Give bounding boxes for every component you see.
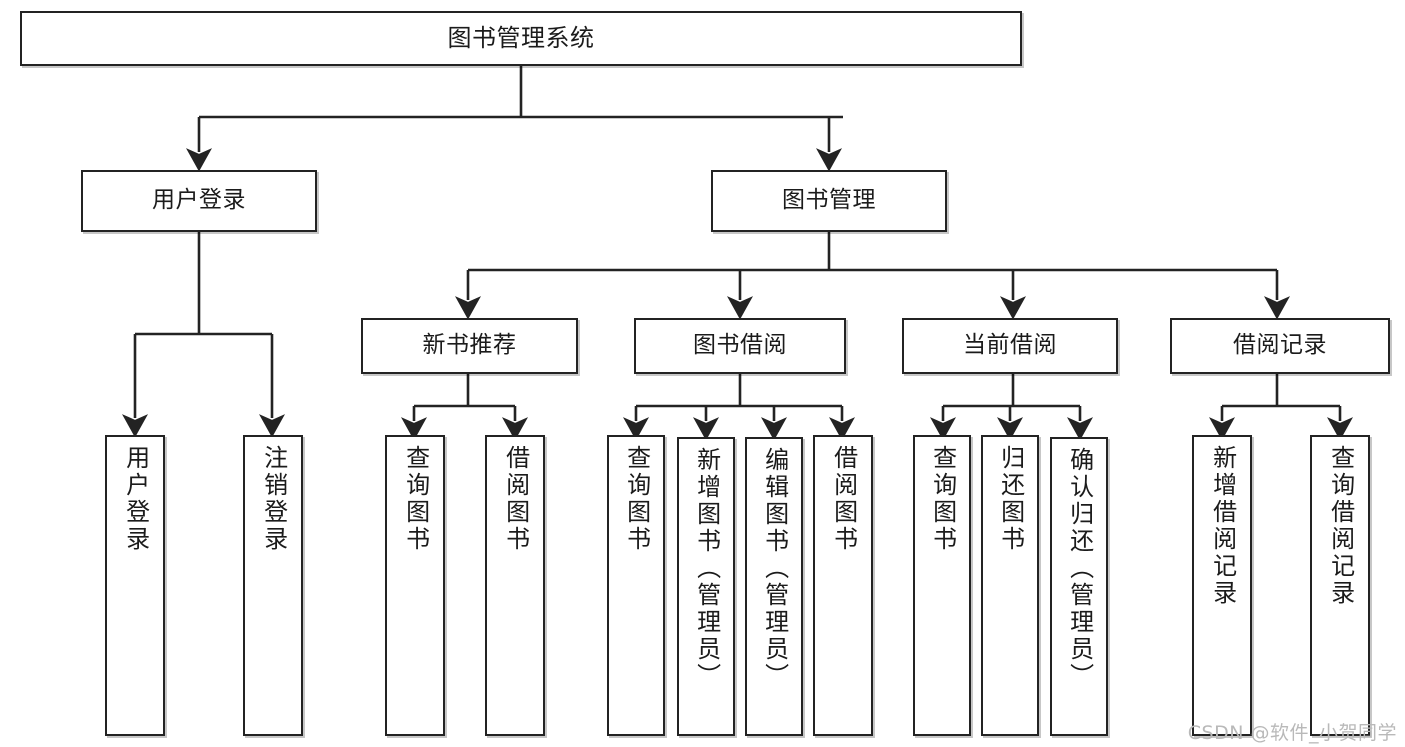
node-label: 确认归还（管理员） [1065,447,1094,690]
node-root-book-management-system[interactable]: 图书管理系统 [20,11,1022,66]
node-book-management[interactable]: 图书管理 [711,170,947,232]
node-label: 编辑图书（管理员） [760,447,789,690]
leaf-edit-book-admin[interactable]: 编辑图书（管理员） [745,437,803,736]
leaf-return-books[interactable]: 归还图书 [981,435,1039,736]
node-label: 查询图书 [401,445,430,553]
node-label: 借阅记录 [1233,332,1327,359]
leaf-add-book-admin[interactable]: 新增图书（管理员） [677,437,735,736]
node-label: 新增图书（管理员） [692,447,721,690]
node-borrowing-records[interactable]: 借阅记录 [1170,318,1390,374]
leaf-query-books-borrow[interactable]: 查询图书 [607,435,665,736]
leaf-user-login[interactable]: 用户登录 [105,435,165,736]
node-label: 图书管理系统 [447,24,595,53]
node-label: 借阅图书 [829,445,858,553]
node-label: 归还图书 [996,445,1025,553]
leaf-borrow-books[interactable]: 借阅图书 [813,435,873,736]
leaf-borrow-books-new[interactable]: 借阅图书 [485,435,545,736]
leaf-query-books-new[interactable]: 查询图书 [385,435,445,736]
node-label: 查询图书 [928,445,957,553]
leaf-query-books-current[interactable]: 查询图书 [913,435,971,736]
node-new-book-recommendation[interactable]: 新书推荐 [361,318,578,374]
node-label: 新增借阅记录 [1208,445,1237,607]
node-current-borrowing[interactable]: 当前借阅 [902,318,1118,374]
leaf-logout[interactable]: 注销登录 [243,435,303,736]
node-label: 图书管理 [782,187,876,214]
node-label: 当前借阅 [963,332,1057,359]
node-label: 查询借阅记录 [1326,445,1355,607]
leaf-add-borrow-record[interactable]: 新增借阅记录 [1192,435,1252,736]
node-book-borrowing[interactable]: 图书借阅 [634,318,846,374]
node-user-login[interactable]: 用户登录 [81,170,317,232]
leaf-confirm-return-admin[interactable]: 确认归还（管理员） [1050,437,1108,736]
node-label: 借阅图书 [501,445,530,553]
node-label: 注销登录 [259,445,288,553]
node-label: 图书借阅 [693,332,787,359]
leaf-query-borrow-record[interactable]: 查询借阅记录 [1310,435,1370,736]
csdn-watermark: CSDN @软件_小贺同学 [1187,722,1397,744]
node-label: 用户登录 [121,445,150,553]
node-label: 用户登录 [152,187,246,214]
node-label: 新书推荐 [422,332,517,359]
node-label: 查询图书 [622,445,651,553]
